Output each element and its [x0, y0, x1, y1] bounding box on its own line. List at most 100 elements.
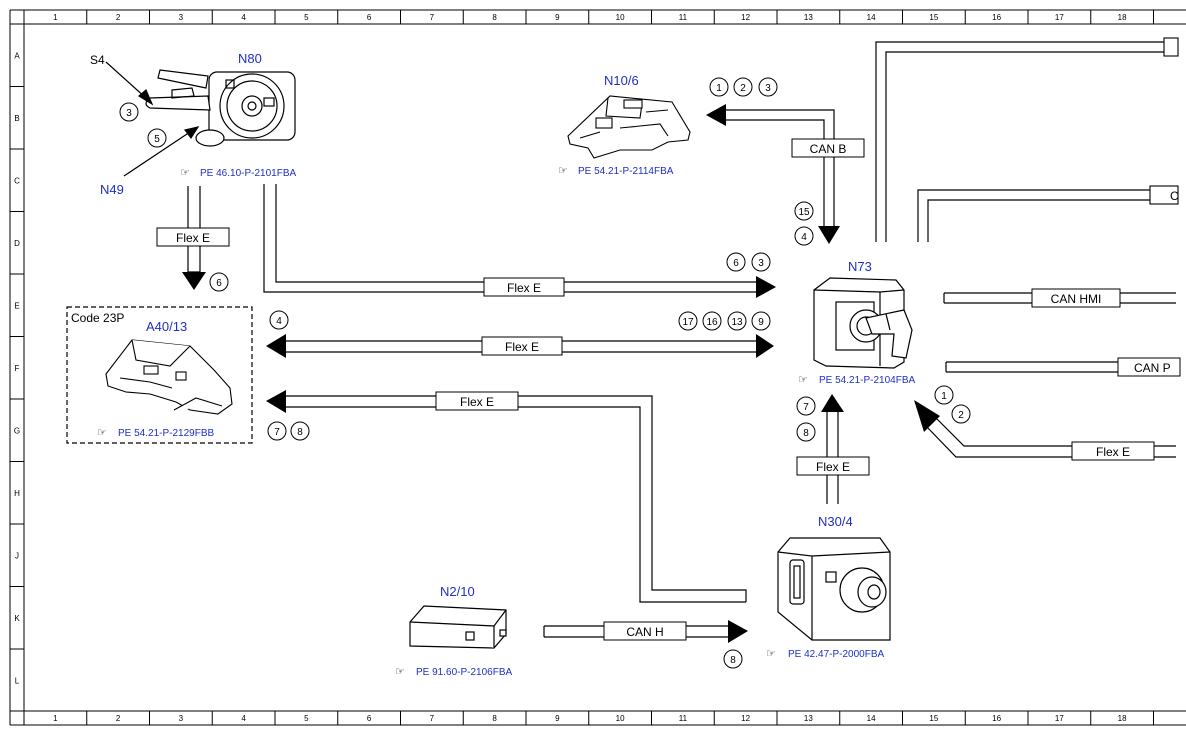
arrowheads	[182, 104, 940, 643]
svg-text:4: 4	[801, 232, 807, 243]
column-label: 10	[616, 13, 625, 22]
column-label: 12	[741, 714, 750, 723]
svg-text:Flex E: Flex E	[507, 281, 541, 295]
circled-number: 3	[119, 102, 139, 122]
svg-text:3: 3	[765, 83, 771, 94]
column-label: 9	[555, 714, 560, 723]
bus-top-right-outer	[875, 41, 1166, 242]
row-label: L	[15, 676, 20, 685]
code-23p-label: Code 23P	[71, 311, 124, 325]
flex-e-label-right: Flex E	[1071, 441, 1155, 461]
n73-ref-text: PE 54.21-P-2104FBA	[819, 375, 915, 386]
row-label: J	[15, 551, 19, 560]
column-label: 10	[616, 714, 625, 723]
svg-text:Flex E: Flex E	[1096, 445, 1130, 459]
row-label: A	[14, 51, 20, 60]
column-label: 15	[929, 13, 938, 22]
column-label: 18	[1118, 714, 1127, 723]
column-label: 18	[1118, 13, 1127, 22]
column-label: 11	[679, 714, 688, 723]
column-label: 2	[116, 13, 121, 22]
can-b-label: CAN B	[791, 138, 865, 158]
can-b-inner	[726, 119, 825, 226]
n2-10-reference: ☞ PE 91.60-P-2106FBA	[395, 666, 512, 678]
column-label: 8	[492, 13, 497, 22]
circled-number: 6	[726, 252, 746, 272]
reference-icon: ☞	[180, 167, 190, 179]
svg-text:3: 3	[758, 258, 764, 269]
a40-13-component	[105, 339, 233, 415]
arrowhead-flex-down	[182, 272, 206, 290]
svg-text:1: 1	[716, 83, 722, 94]
n30-4-reference: ☞ PE 42.47-P-2000FBA	[766, 648, 884, 660]
circled-number: 13	[727, 311, 747, 331]
n30-4-label: N30/4	[818, 514, 853, 529]
circled-number: 9	[751, 311, 771, 331]
circled-number: 16	[702, 311, 722, 331]
bus-c-outer	[917, 189, 1150, 242]
can-hmi-label: CAN HMI	[1031, 288, 1121, 308]
bus-c-inner	[927, 199, 1150, 242]
n2-10-component	[409, 605, 507, 649]
n10-6-reference: ☞ PE 54.21-P-2114FBA	[558, 165, 674, 177]
column-label: 15	[929, 714, 938, 723]
n80-component	[145, 69, 296, 147]
code-23p-box	[66, 306, 253, 444]
circled-number: 1	[934, 385, 954, 405]
circled-number: 3	[751, 252, 771, 272]
n2-10-ref-text: PE 91.60-P-2106FBA	[416, 667, 512, 678]
column-label: 5	[304, 714, 309, 723]
column-label: 16	[992, 714, 1001, 723]
circled-number: 7	[796, 396, 816, 416]
column-label: 13	[804, 714, 813, 723]
reference-icon: ☞	[766, 648, 776, 660]
column-label: 17	[1055, 714, 1064, 723]
row-label: D	[14, 239, 20, 248]
svg-text:4: 4	[276, 316, 282, 327]
column-label: 11	[679, 13, 688, 22]
flex-e-n80-to-n73-inner	[275, 184, 756, 283]
c-connector	[1149, 185, 1179, 205]
n80-label: N80	[238, 51, 262, 66]
arrowhead-mid-left	[266, 334, 286, 358]
svg-text:8: 8	[297, 427, 303, 438]
circled-number: 17	[678, 311, 698, 331]
svg-text:CAN HMI: CAN HMI	[1051, 292, 1102, 306]
flex-e-n30-to-a40-outer	[286, 395, 747, 602]
row-label: E	[14, 301, 19, 310]
circled-number: 6	[209, 272, 229, 292]
s4-callout	[105, 61, 154, 106]
bus-top-right-inner	[885, 51, 1166, 242]
svg-text:Flex E: Flex E	[816, 460, 850, 474]
svg-text:13: 13	[731, 317, 743, 328]
reference-icon: ☞	[97, 427, 107, 439]
circled-number: 5	[147, 128, 167, 148]
column-label: 14	[867, 714, 876, 723]
arrowhead-to-n10-6	[706, 104, 726, 126]
svg-text:1: 1	[941, 391, 947, 402]
svg-text:5: 5	[154, 134, 160, 145]
row-label: K	[14, 614, 20, 623]
svg-text:6: 6	[733, 258, 739, 269]
flex-e-label-mid: Flex E	[481, 336, 563, 356]
flex-e-n80-to-n73-outer	[263, 184, 756, 293]
circled-number: 15	[794, 201, 814, 221]
column-label: 2	[116, 714, 121, 723]
c-bus-label: C	[1170, 189, 1179, 203]
svg-text:3: 3	[126, 108, 132, 119]
column-label: 12	[741, 13, 750, 22]
column-label: 16	[992, 13, 1001, 22]
svg-text:CAN P: CAN P	[1134, 361, 1171, 375]
svg-text:2: 2	[740, 83, 746, 94]
circled-number: 8	[290, 421, 310, 441]
circled-number: 2	[951, 404, 971, 424]
column-label: 7	[430, 714, 435, 723]
svg-text:CAN H: CAN H	[626, 625, 663, 639]
flex-e-n30-to-a40-inner	[286, 406, 746, 603]
n80-reference: ☞ PE 46.10-P-2101FBA	[180, 167, 296, 179]
can-p-label: CAN P	[1117, 357, 1181, 377]
flex-e-label-lower: Flex E	[435, 391, 519, 411]
